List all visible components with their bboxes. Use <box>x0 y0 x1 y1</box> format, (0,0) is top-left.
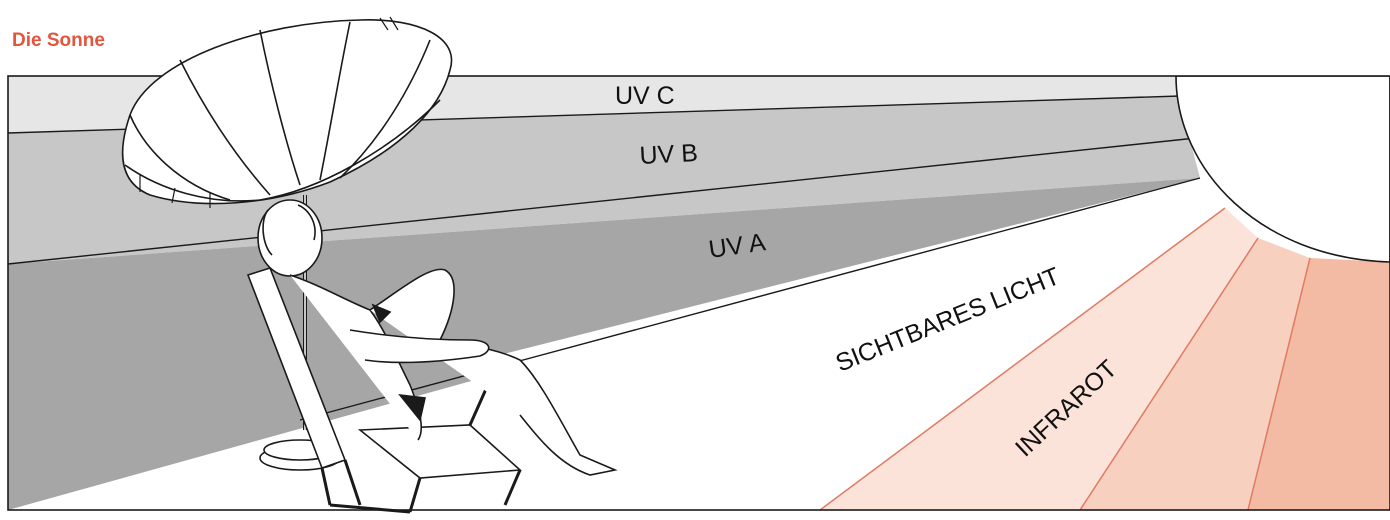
infrared-ray-edge <box>1079 237 1259 510</box>
woman-in-deckchair <box>246 199 618 514</box>
uvc-label: UV C <box>615 82 675 110</box>
infrared-ray-1 <box>820 208 1258 510</box>
page-title: Die Sonne <box>12 30 105 51</box>
diagram-frame <box>7 75 1390 511</box>
infrared-ray-edge <box>1247 257 1311 510</box>
infrared-ray-edge <box>819 207 1226 510</box>
uvb-label: UV B <box>639 139 699 170</box>
infrared-ray-3 <box>1248 258 1390 510</box>
infrared-ray-2 <box>1080 238 1310 510</box>
sun-icon <box>1175 76 1390 263</box>
